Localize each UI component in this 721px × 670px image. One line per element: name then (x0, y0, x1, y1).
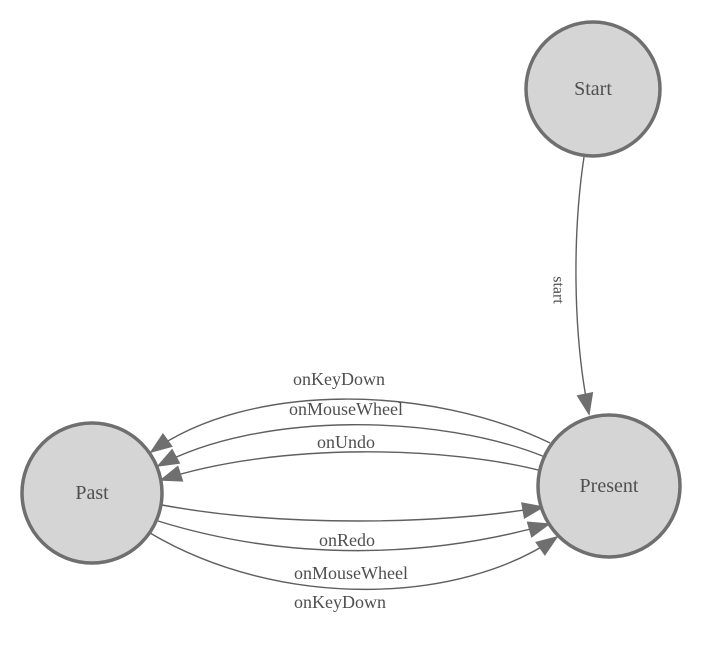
edge-label-onundo: onUndo (317, 432, 375, 452)
edge-past-to-present-onkeydown (149, 532, 559, 591)
edge-label-onkeydown-bottom: onKeyDown (294, 592, 386, 612)
node-group: Start Present Past (20, 20, 682, 565)
edge-past-to-present-onmousewheel (157, 520, 551, 552)
state-node-past (20, 421, 164, 565)
edge-past-to-present-onredo (161, 502, 545, 522)
edge-present-to-past-onkeydown (149, 398, 551, 454)
state-node-present (536, 413, 682, 559)
edge-group (149, 156, 594, 591)
state-node-start (524, 20, 662, 158)
state-node-present-label: Present (580, 475, 639, 497)
edge-label-onredo: onRedo (319, 530, 375, 550)
state-node-start-label: Start (574, 78, 612, 100)
edge-present-to-past-onundo (159, 451, 543, 482)
edge-label-onmousewheel-top: onMouseWheel (289, 399, 403, 419)
edge-label-onmousewheel-bottom: onMouseWheel (294, 563, 408, 583)
edge-label-start: start (550, 276, 567, 304)
state-node-past-label: Past (75, 482, 109, 504)
edge-present-to-past-onmousewheel (156, 424, 546, 467)
edge-label-onkeydown-top: onKeyDown (293, 369, 385, 389)
edge-start-to-present (575, 156, 594, 416)
